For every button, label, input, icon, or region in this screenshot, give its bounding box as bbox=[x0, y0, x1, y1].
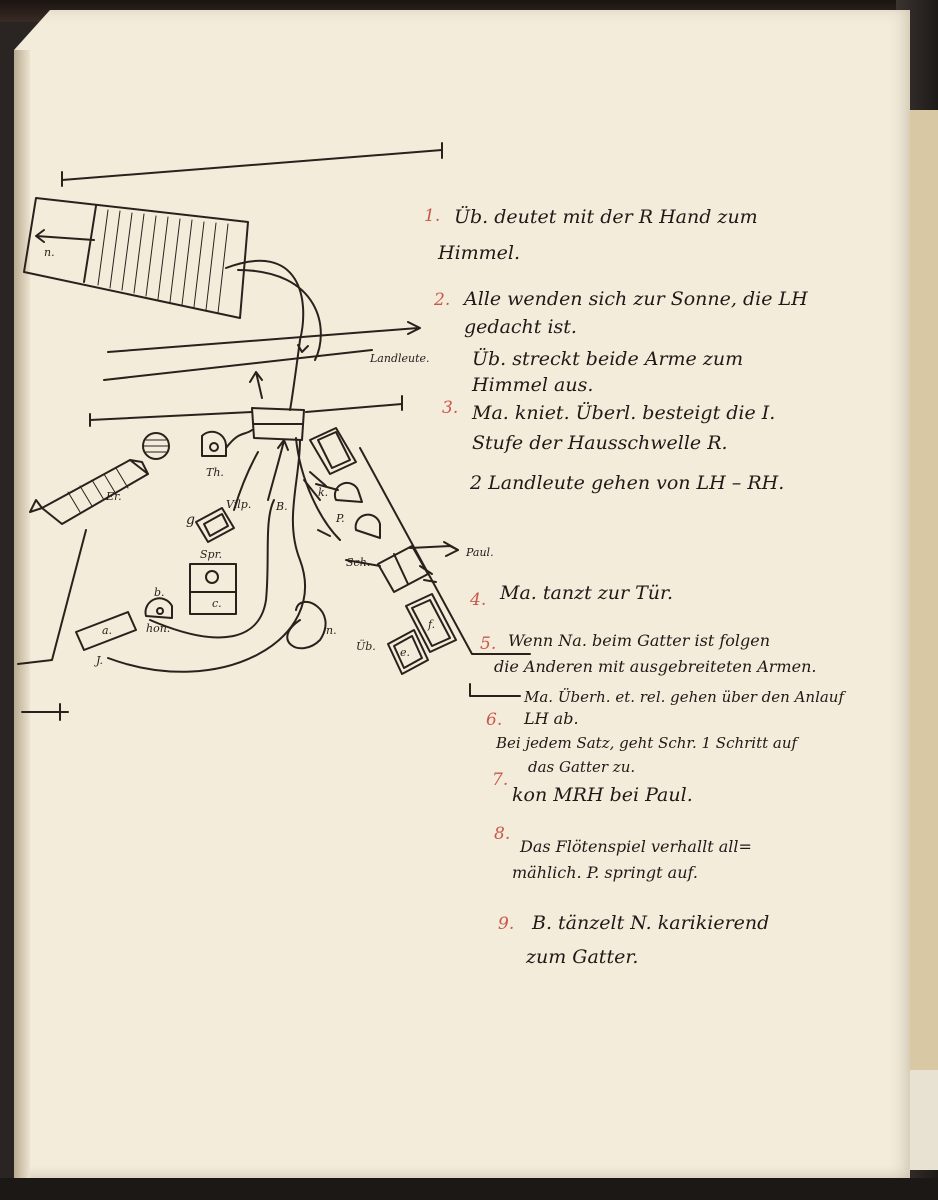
note-6-line-2: Bei jedem Satz, geht Schr. 1 Schritt auf bbox=[496, 730, 797, 756]
note-1-number: 1. bbox=[424, 206, 440, 226]
label-hon: hon. bbox=[146, 622, 170, 635]
note-5-number: 5. bbox=[480, 634, 496, 654]
label-b: b. bbox=[154, 586, 165, 599]
note-3-line-3: 2 Landleute gehen von LH – RH. bbox=[470, 470, 784, 496]
label-th: Th. bbox=[206, 466, 224, 479]
note-9-number: 9. bbox=[498, 914, 514, 934]
label-e: e. bbox=[400, 646, 410, 659]
note-5-line-1: Wenn Na. beim Gatter ist folgen bbox=[508, 628, 770, 654]
label-landleute: Landleute. bbox=[370, 352, 430, 365]
note-1-line-1: Üb. deutet mit der R Hand zum bbox=[454, 204, 758, 230]
label-vilp: Vilp. bbox=[226, 498, 251, 511]
note-9-line-2: zum Gatter. bbox=[526, 944, 638, 970]
note-7-line-1: kon MRH bei Paul. bbox=[512, 782, 693, 808]
note-6-line-1: LH ab. bbox=[524, 706, 579, 732]
note-3-line-1: Ma. kniet. Überl. besteigt die I. bbox=[472, 400, 775, 426]
label-sch: Sch. bbox=[346, 556, 370, 569]
label-a: a. bbox=[102, 624, 112, 637]
note-3-number: 3. bbox=[442, 398, 458, 418]
label-k: k. bbox=[318, 486, 328, 499]
note-4-number: 4. bbox=[470, 590, 486, 610]
note-1-line-2: Himmel. bbox=[438, 240, 520, 266]
label-paul: Paul. bbox=[466, 546, 494, 559]
note-4-line-1: Ma. tanzt zur Tür. bbox=[500, 580, 673, 606]
label-p: P. bbox=[336, 512, 345, 525]
label-er: Er. bbox=[106, 490, 122, 503]
note-6-number: 6. bbox=[486, 710, 502, 730]
note-9-line-1: B. tänzelt N. karikierend bbox=[532, 910, 769, 936]
label-spr: Spr. bbox=[200, 548, 222, 561]
note-2-line-3: Üb. streckt beide Arme zum bbox=[472, 346, 743, 372]
label-ub: Üb. bbox=[356, 640, 376, 653]
note-6-line-3: das Gatter zu. bbox=[528, 754, 635, 780]
label-j: J. bbox=[96, 654, 103, 667]
label-g: g bbox=[186, 512, 195, 528]
label-z-n: n. bbox=[326, 624, 337, 637]
note-8-number: 8. bbox=[494, 824, 510, 844]
note-8-line-1: Das Flötenspiel verhallt all= bbox=[520, 834, 752, 860]
note-8-line-2: mählich. P. springt auf. bbox=[512, 860, 698, 886]
note-5-line-2: die Anderen mit ausgebreiteten Armen. bbox=[494, 654, 816, 680]
note-2-number: 2. bbox=[434, 290, 450, 310]
label-c: c. bbox=[212, 597, 222, 610]
stairs-hatch bbox=[98, 210, 228, 313]
note-7-number: 7. bbox=[492, 770, 508, 790]
note-2-line-1: Alle wenden sich zur Sonne, die LH bbox=[464, 286, 808, 312]
note-2-line-2: gedacht ist. bbox=[464, 314, 577, 340]
note-3-line-2: Stufe der Hausschwelle R. bbox=[472, 430, 728, 456]
note-2-line-4: Himmel aus. bbox=[472, 372, 593, 398]
label-n: n. bbox=[44, 246, 55, 259]
label-f: f. bbox=[428, 618, 435, 631]
label-big-b: B. bbox=[276, 500, 288, 513]
